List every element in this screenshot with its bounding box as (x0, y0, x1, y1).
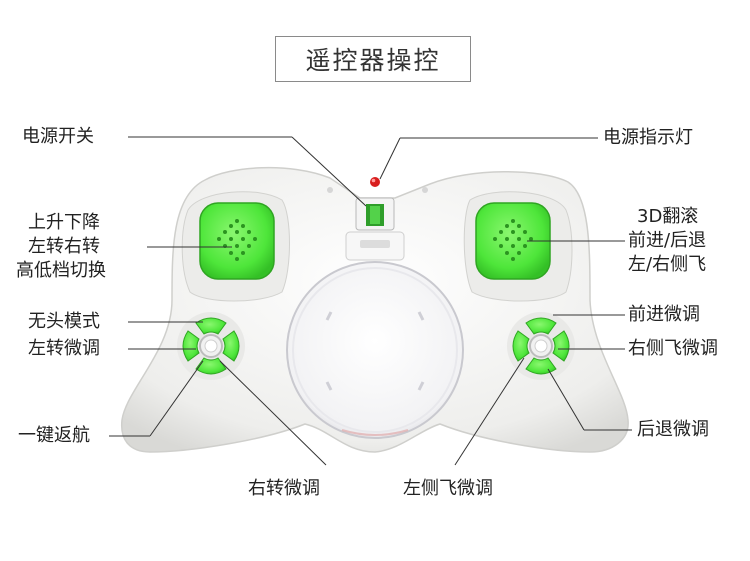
left-trim-dpad[interactable] (177, 312, 245, 380)
label-right-turn-trim: 右转微调 (248, 478, 320, 499)
label-backward-trim: 后退微调 (637, 419, 709, 440)
label-right-side-trim: 右侧飞微调 (628, 338, 718, 359)
label-one-key-return: 一键返航 (18, 425, 90, 446)
label-left-side-trim: 左侧飞微调 (403, 478, 493, 499)
label-left-turn-trim: 左转微调 (28, 338, 100, 359)
label-power-switch: 电源开关 (22, 126, 94, 147)
label-headless-mode: 无头模式 (28, 311, 100, 332)
label-power-indicator: 电源指示灯 (603, 127, 693, 148)
label-left-stick-2: 左转右转 (28, 236, 100, 257)
power-indicator-light (370, 177, 380, 187)
label-right-stick-1: 3D翻滚 (637, 206, 699, 227)
battery-window (286, 231, 464, 439)
label-right-stick-2: 前进/后退 (628, 230, 707, 251)
power-switch[interactable] (355, 197, 395, 231)
leader-lines (109, 136, 632, 466)
left-joystick[interactable] (199, 202, 275, 280)
label-left-stick-1: 上升下降 (28, 212, 100, 233)
page-title: 遥控器操控 (275, 36, 471, 82)
right-trim-dpad[interactable] (507, 312, 575, 380)
label-left-stick-3: 高低档切换 (16, 260, 106, 281)
label-forward-trim: 前进微调 (628, 304, 700, 325)
label-right-stick-3: 左/右侧飞 (628, 254, 707, 275)
